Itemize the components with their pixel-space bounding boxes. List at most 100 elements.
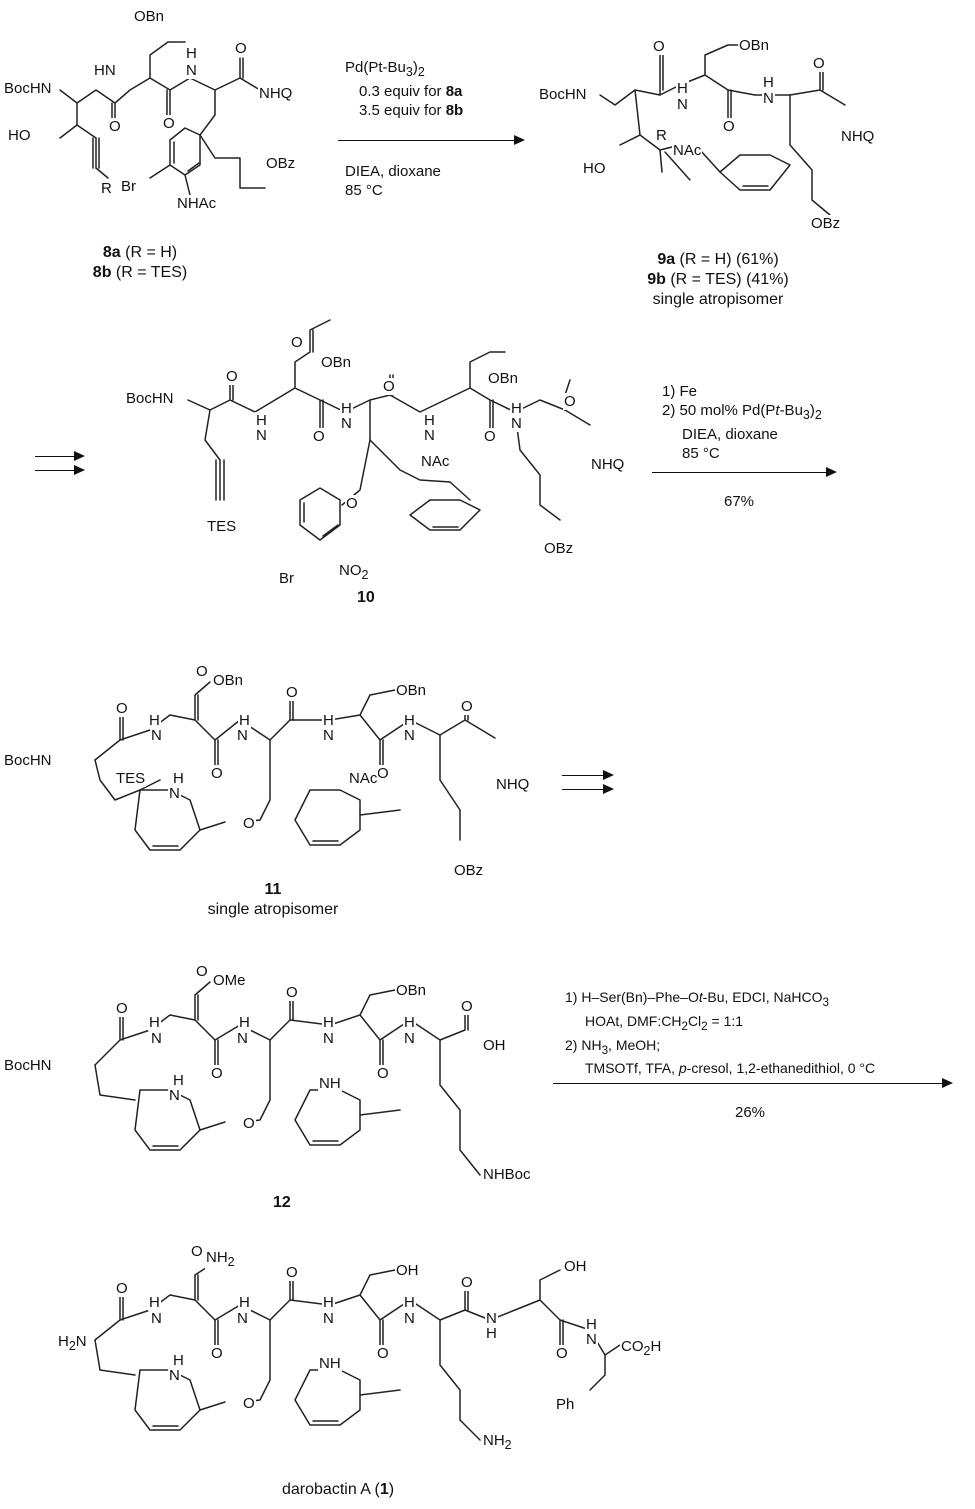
label-10-h3: H	[255, 412, 268, 429]
structure-11	[94, 681, 496, 851]
label-9-o3: O	[722, 118, 736, 135]
label-dar-h1: H	[148, 1294, 161, 1311]
label-11-o4: O	[460, 698, 474, 715]
label-12-n1: N	[150, 1030, 163, 1047]
label-dar-o6: O	[376, 1345, 390, 1362]
step4-yield: 26%	[735, 1104, 766, 1121]
label-10-h2: H	[510, 400, 523, 417]
label-8-o1: O	[234, 40, 248, 57]
label-8-o3: O	[162, 115, 176, 132]
step4-line1: 1) H–Ser(Bn)–Phe–Ot-Bu, EDCI, NaHCO3	[565, 989, 830, 1009]
caption-12: 12	[273, 1194, 291, 1211]
label-11-tes: TES	[115, 770, 147, 787]
label-9-ho: HO	[582, 160, 607, 177]
arrow-step4	[553, 1078, 953, 1088]
label-8-r: R	[100, 180, 113, 197]
label-10-obn2: OBn	[487, 370, 520, 387]
step2-cond3: DIEA, dioxane	[682, 426, 778, 443]
step1-equiv-a: 0.3 equiv for 8a	[359, 83, 463, 100]
label-9-obz: OBz	[810, 215, 842, 232]
label-12-o7: O	[242, 1115, 256, 1132]
caption-9b: 9b (R = TES) (41%)	[647, 271, 789, 288]
structure-8	[59, 41, 266, 196]
label-12-o1: O	[195, 963, 209, 980]
label-10-o7: O	[345, 495, 359, 512]
label-8-o2: O	[108, 118, 122, 135]
label-dar-n1: N	[150, 1310, 163, 1327]
label-dar-o7: O	[555, 1345, 569, 1362]
label-dar-h4: H	[403, 1294, 416, 1311]
label-12-n4: N	[403, 1030, 416, 1047]
label-10-o1: O	[290, 334, 304, 351]
label-11-obn1: OBn	[212, 672, 245, 689]
label-dar-h3: H	[322, 1294, 335, 1311]
step2-cond1: 1) Fe	[662, 383, 698, 400]
label-12-o5: O	[210, 1065, 224, 1082]
label-11-n3: N	[322, 727, 335, 744]
label-dar-n4: N	[403, 1310, 416, 1327]
label-10-no2: NO2	[338, 562, 370, 584]
label-dar-h2: H	[238, 1294, 251, 1311]
label-8-ho: HO	[7, 127, 32, 144]
label-9-n1: N	[676, 96, 689, 113]
label-12-o6: O	[376, 1065, 390, 1082]
label-9-r: R	[655, 127, 668, 144]
label-10-h1: H	[340, 400, 353, 417]
caption-8b: 8b (R = TES)	[92, 264, 188, 281]
structure-10	[187, 319, 591, 541]
label-dar-oh1: OH	[395, 1262, 420, 1279]
label-10-nac: NAc	[420, 453, 451, 470]
label-12-o4: O	[460, 998, 474, 1015]
label-12-ome: OMe	[212, 972, 247, 989]
label-12-nhboc: NHBoc	[482, 1166, 532, 1183]
caption-9a: 9a (R = H) (61%)	[657, 251, 779, 268]
label-12-nh: NH	[318, 1075, 342, 1092]
label-11-h4: H	[322, 712, 335, 729]
label-12-h5: H	[172, 1072, 185, 1089]
label-dar-o8: O	[242, 1395, 256, 1412]
label-8-n: N	[185, 62, 198, 79]
label-11-nac: NAc	[348, 770, 379, 787]
label-dar-n2: N	[236, 1310, 249, 1327]
step2-conditions: 1) Fe 2) 50 mol% Pd(Pt-Bu3)2 DIEA, dioxa…	[662, 382, 822, 463]
label-10-n4: N	[423, 427, 436, 444]
label-12-h2: H	[238, 1014, 251, 1031]
label-8-bochn: BocHN	[3, 80, 53, 97]
step2-cond4: 85 °C	[682, 445, 720, 462]
arrow-step1	[338, 135, 525, 145]
label-10-o4: O	[563, 393, 577, 410]
label-8-nhac: NHAc	[176, 195, 218, 212]
label-11-h1: H	[238, 712, 251, 729]
step2-yield: 67%	[724, 493, 755, 510]
label-10-obz: OBz	[543, 540, 575, 557]
label-8-obz: OBz	[265, 155, 297, 172]
label-10-o5: O	[312, 428, 326, 445]
label-dar-o1: O	[190, 1243, 204, 1260]
caption-11: 11 single atropisomer	[198, 880, 348, 920]
label-9-o1: O	[652, 38, 666, 55]
label-12-n5: N	[168, 1087, 181, 1104]
label-11-obn2: OBn	[395, 682, 428, 699]
label-12-n2: N	[236, 1030, 249, 1047]
step1-conditions-below: DIEA, dioxane 85 °C	[345, 162, 441, 200]
arrow-multistep-1b	[35, 465, 85, 475]
label-10-br: Br	[278, 570, 295, 587]
label-dar-oh2: OH	[563, 1258, 588, 1275]
label-11-o2: O	[285, 684, 299, 701]
label-12-h1: H	[148, 1014, 161, 1031]
label-12-o2: O	[285, 984, 299, 1001]
label-12-h3: H	[322, 1014, 335, 1031]
label-dar-n5: N	[485, 1310, 498, 1327]
label-dar-n6: N	[585, 1331, 598, 1348]
label-12-obn: OBn	[395, 982, 428, 999]
step4-line3: 2) NH3, MeOH;	[565, 1036, 661, 1057]
label-10-o2: O	[382, 378, 396, 395]
step2-cond2: 2) 50 mol% Pd(Pt-Bu3)2	[662, 402, 822, 422]
label-12-n3: N	[322, 1030, 335, 1047]
label-10-n3: N	[255, 427, 268, 444]
label-dar-o3: O	[115, 1280, 129, 1297]
step4-conditions: 1) H–Ser(Bn)–Phe–Ot-Bu, EDCI, NaHCO3 HOA…	[565, 988, 875, 1078]
label-11-o1: O	[195, 663, 209, 680]
label-9-nac: NAc	[672, 142, 703, 159]
